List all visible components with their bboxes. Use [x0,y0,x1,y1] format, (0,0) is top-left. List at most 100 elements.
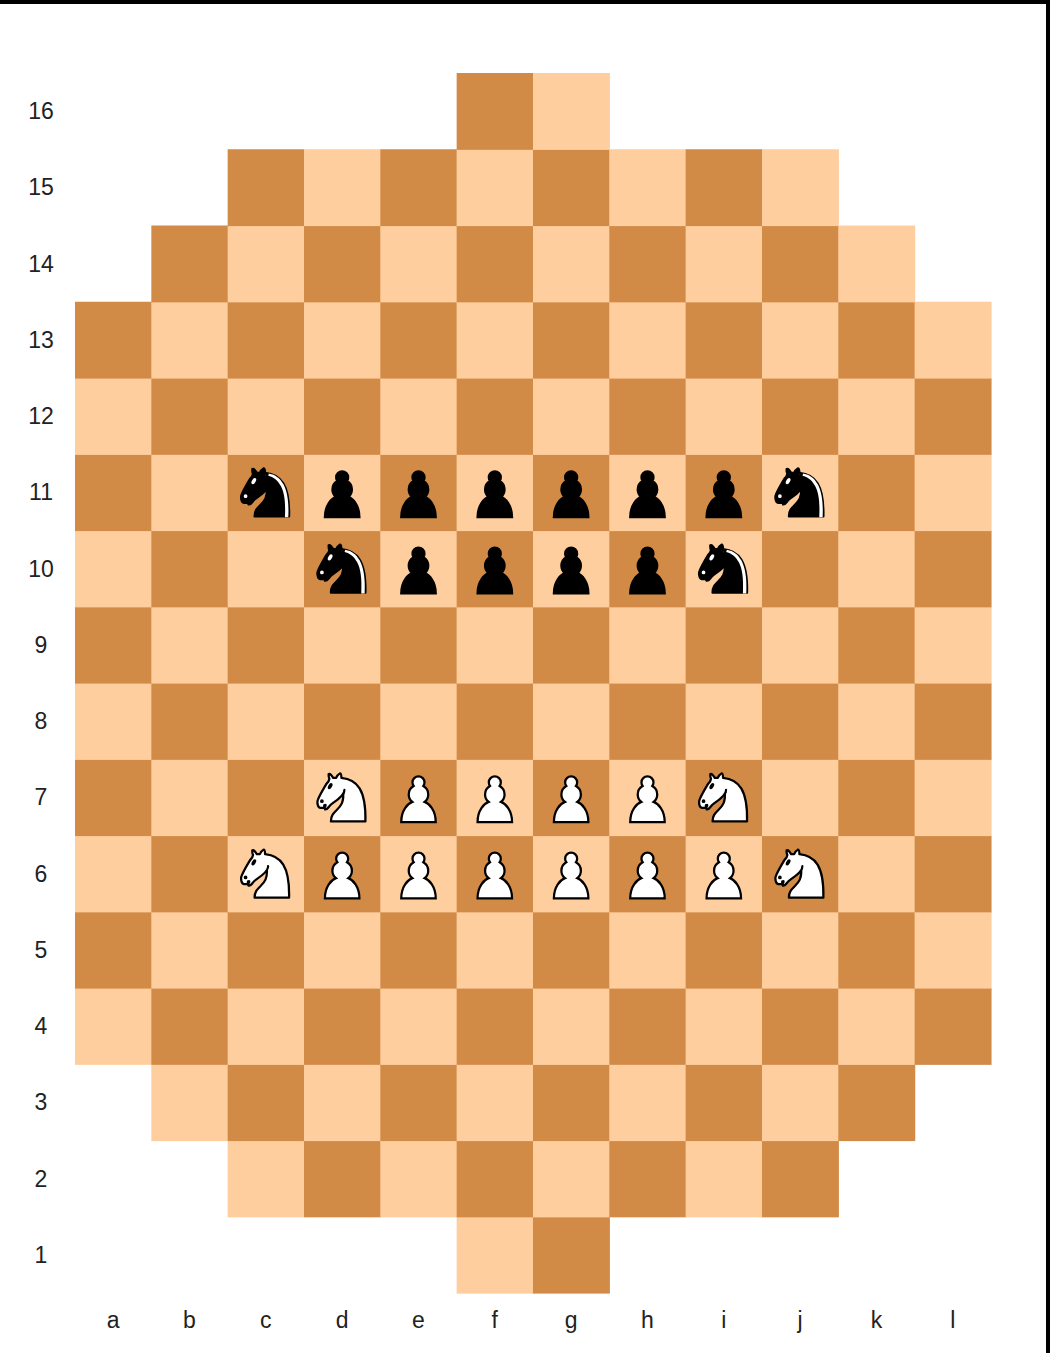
pawn-piece [401,853,436,899]
board-square [304,378,381,455]
rank-number: 6 [35,860,48,887]
board-square [380,988,457,1065]
board-square [228,836,305,913]
board-square [380,531,457,608]
board-square [686,1064,763,1141]
board-square [151,454,228,531]
board-square [228,149,305,226]
pawn-piece [325,471,360,517]
board-square [75,454,152,531]
board-square [75,988,152,1065]
rank-number: 16 [28,98,54,125]
board-square [457,378,534,455]
board-square [457,531,534,608]
board-square [838,454,915,531]
board-square [457,302,534,379]
rank-number: 5 [35,936,48,963]
board-square [609,836,686,913]
pawn-piece [554,853,589,899]
board-square [686,149,763,226]
file-letter: c [260,1307,272,1334]
board-square [762,1141,839,1218]
board-square [151,683,228,760]
board-square [838,988,915,1065]
board-square [304,607,381,684]
board-square [75,836,152,913]
top-border [0,0,1050,4]
board-square [686,836,763,913]
board-square [533,378,610,455]
board-square [380,912,457,989]
board-square [457,912,534,989]
board-square [228,683,305,760]
board-square [533,683,610,760]
board-square [380,454,457,531]
board-square [151,988,228,1065]
rank-number: 2 [35,1165,48,1192]
rank-number: 12 [28,403,54,430]
pawn-piece [401,776,436,822]
file-letter: k [871,1307,883,1334]
file-letter: e [412,1307,425,1334]
pawn-piece [478,548,513,594]
board-square [304,759,381,836]
board-square [304,454,381,531]
board-square [686,1141,763,1218]
board-square [533,531,610,608]
board-square [915,683,992,760]
board-square [151,1064,228,1141]
board-square [533,1217,610,1294]
board-square [762,607,839,684]
rank-number: 1 [35,1241,48,1268]
board-square [686,531,763,608]
board-square [151,302,228,379]
board-square [380,226,457,303]
rank-number: 3 [35,1089,48,1116]
file-letter: j [798,1307,803,1334]
board-square [457,683,534,760]
board-square [75,759,152,836]
board-square [838,378,915,455]
board-square [609,1064,686,1141]
board-square [915,302,992,379]
rank-number: 11 [29,479,53,506]
pawn-piece [630,853,665,899]
board-square [304,226,381,303]
board-square [838,759,915,836]
board-square [762,1064,839,1141]
board-square [762,302,839,379]
board-square [762,378,839,455]
board-square [151,531,228,608]
board-square [838,226,915,303]
board-square [533,73,610,150]
board-square [75,683,152,760]
board-square [533,149,610,226]
pawn-piece [554,776,589,822]
pawn-piece [630,548,665,594]
rank-number: 14 [28,250,54,277]
board-square [533,226,610,303]
file-letter: f [492,1307,498,1334]
board-square [457,607,534,684]
board-square [457,988,534,1065]
knight-piece [775,850,823,898]
board-square [151,912,228,989]
board-square [838,531,915,608]
right-border [1046,0,1050,1353]
board-square [380,683,457,760]
pawn-piece [478,471,513,517]
board-square [457,226,534,303]
board-square [686,378,763,455]
board-square [762,454,839,531]
board-square [915,988,992,1065]
file-letter: l [950,1307,955,1334]
board-square [915,454,992,531]
board-square [915,378,992,455]
file-letter: h [641,1307,654,1334]
board-square [609,226,686,303]
board-square [228,531,305,608]
board-square [533,454,610,531]
knight-piece [775,468,823,517]
board-square [457,759,534,836]
